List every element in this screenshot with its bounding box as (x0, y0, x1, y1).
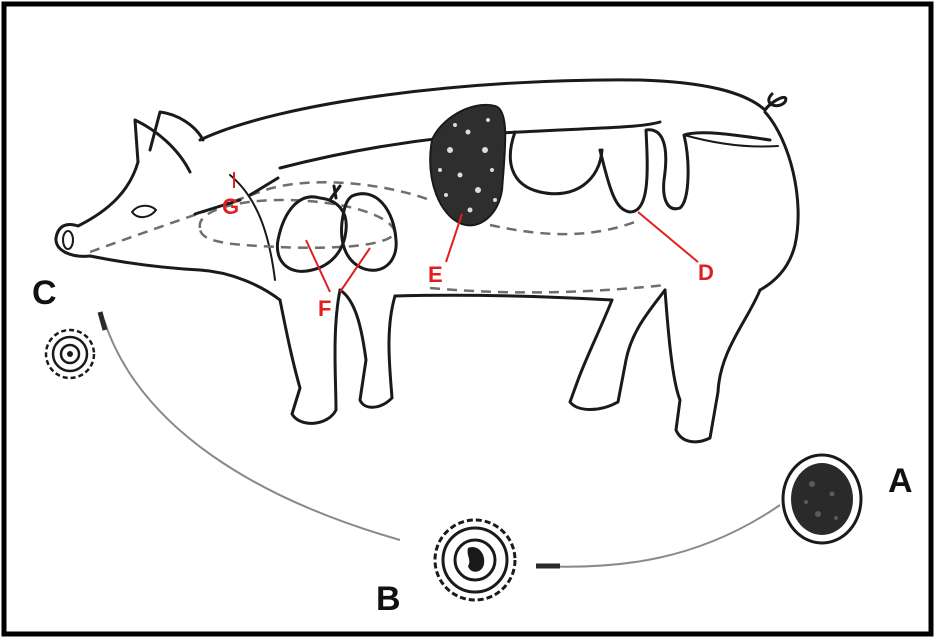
pig-front-leg-back (340, 290, 395, 407)
organ-label-E: E (428, 262, 443, 287)
pig-eye (132, 206, 156, 217)
embryonated-egg-icon (435, 520, 515, 600)
pig-ear-front (135, 120, 190, 172)
path-liver-to-intestine (490, 220, 640, 234)
arc-B-to-C (104, 320, 400, 540)
small-intestine-loops (600, 130, 770, 212)
leader-D (638, 212, 698, 262)
organ-label-D: D (698, 260, 714, 285)
trachea (330, 186, 340, 200)
liver (430, 105, 505, 225)
organ-label-F: F (318, 296, 331, 321)
infective-egg-icon (46, 330, 94, 378)
pig-rear-leg (665, 290, 760, 442)
arrow-head-C (100, 312, 105, 330)
leader-E (446, 214, 462, 262)
cycle-arrows (100, 312, 780, 567)
stage-label-B: B (376, 580, 401, 618)
pig-belly (395, 295, 612, 300)
rectum (684, 135, 778, 147)
unembryonated-egg-icon (783, 455, 861, 543)
arc-A-to-B (536, 505, 780, 567)
lungs (277, 186, 396, 271)
organ-label-G: G (222, 194, 239, 219)
path-belly (430, 285, 665, 292)
pig-chest (90, 256, 280, 300)
pig-snout (56, 162, 138, 256)
stomach (510, 132, 602, 194)
pig-tail (765, 94, 786, 110)
lung-right (342, 194, 397, 271)
pig-ear (150, 112, 203, 150)
stage-label-C: C (32, 274, 57, 312)
stage-label-A: A (888, 462, 913, 500)
pig-nostril (63, 231, 73, 249)
pig-shoulder-line (230, 175, 275, 280)
lung-left (277, 197, 346, 272)
pig-rear-leg-inner (570, 290, 665, 410)
